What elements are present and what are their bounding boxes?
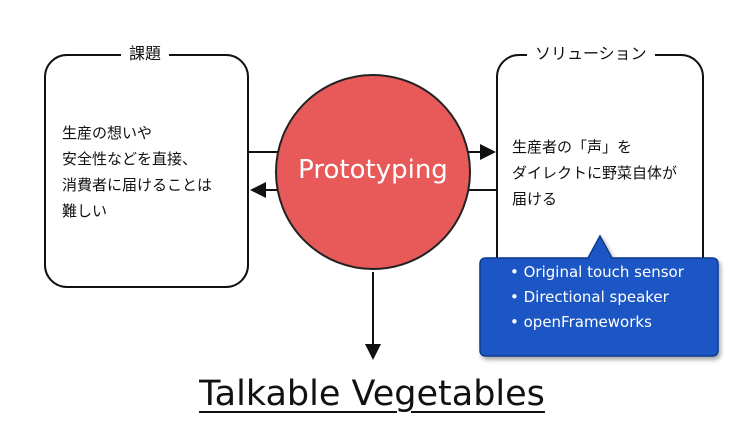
- left-box-line: 消費者に届けることは: [62, 176, 213, 194]
- callout-item: • Original touch sensor: [510, 263, 684, 281]
- callout-item: • openFrameworks: [510, 313, 652, 331]
- right-box-title: ソリューション: [527, 44, 655, 64]
- right-box-line: ダイレクトに野菜自体が: [512, 164, 678, 182]
- left-box-line: 生産の想いや: [62, 124, 153, 142]
- callout-bubble: [479, 234, 719, 357]
- left-box-line: 難しい: [62, 202, 108, 220]
- left-box-text: 生産の想いや 安全性などを直接、 消費者に届けることは 難しい: [62, 120, 212, 224]
- left-box-line: 安全性などを直接、: [62, 150, 198, 168]
- left-box-title: 課題: [121, 44, 170, 64]
- right-box-line: 生産者の「声」を: [512, 138, 633, 156]
- prototyping-circle: [275, 74, 471, 270]
- right-box-line: 届ける: [512, 190, 558, 208]
- main-title: Talkable Vegetables: [199, 374, 545, 414]
- callout-item: • Directional speaker: [510, 288, 669, 306]
- callout-list: • Original touch sensor • Directional sp…: [484, 260, 716, 335]
- prototyping-label: Prototyping: [298, 155, 448, 185]
- right-box-text: 生産者の「声」を ダイレクトに野菜自体が 届ける: [512, 134, 677, 212]
